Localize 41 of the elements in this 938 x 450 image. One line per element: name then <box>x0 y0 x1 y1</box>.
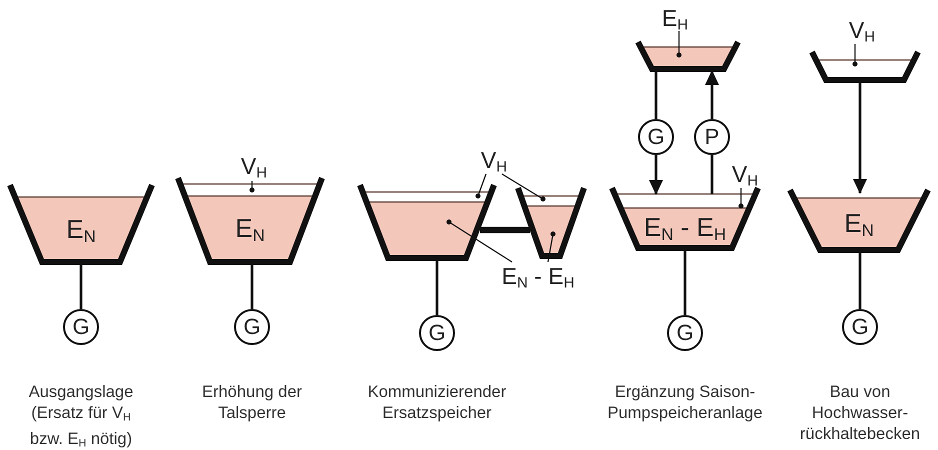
symbol-label: V$_{H}$ <box>732 161 758 187</box>
leader-line <box>676 31 682 58</box>
node-label: Ergänzung Saison-Pumpspeicheranlage <box>606 382 764 424</box>
energy-label: E$_{N}$ <box>66 214 96 248</box>
symbol-label: V$_{H}$ <box>480 147 508 173</box>
generator-symbol: G <box>842 309 878 345</box>
node-label: Erhöhung der Talsperre <box>201 382 303 424</box>
energy-label: E$_{N}$ <box>844 209 874 242</box>
arrow <box>853 82 867 194</box>
energy-label: E$_{N}$ <box>235 214 265 248</box>
node-label: Bau von Hochwasser-rückhaltebecken <box>798 382 922 445</box>
connector-line <box>654 71 658 119</box>
generator-symbol: G <box>234 309 270 345</box>
pump-symbol: P <box>694 119 730 155</box>
symbol-label: V$_{H}$ <box>240 153 268 179</box>
arrow <box>705 70 719 119</box>
symbol-label: E$_{N}$ - E$_{H}$ <box>502 263 574 289</box>
generator-symbol: G <box>419 315 455 351</box>
connector-line <box>80 265 82 309</box>
arrow <box>649 155 663 195</box>
node-label: Kommunizierender Ersatzspeicher <box>366 382 508 424</box>
connector-line <box>710 155 714 194</box>
node-label: Ausgangslage (Ersatz für V$_{H}$ bzw. E$_{H}$ nötig) <box>28 382 134 450</box>
leader-line <box>250 181 254 192</box>
generator-symbol: G <box>63 309 99 345</box>
leader-line <box>502 173 546 202</box>
connector-line <box>684 251 686 315</box>
leader-line <box>476 174 487 198</box>
leader-line <box>446 220 512 262</box>
leader-line <box>738 188 744 208</box>
energy-label: E$_{N}$ - E$_{H}$ <box>644 213 726 246</box>
generator-symbol: G <box>667 315 703 351</box>
symbol-label: E$_{H}$ <box>662 5 688 31</box>
connector-line <box>436 261 438 315</box>
leader-line <box>852 44 858 66</box>
connecting-pipe <box>480 226 530 234</box>
leader-line <box>547 232 556 262</box>
generator-symbol: G <box>638 119 674 155</box>
connector-line <box>250 265 254 309</box>
connector-line <box>858 253 862 309</box>
symbol-label: V$_{H}$ <box>848 17 876 43</box>
